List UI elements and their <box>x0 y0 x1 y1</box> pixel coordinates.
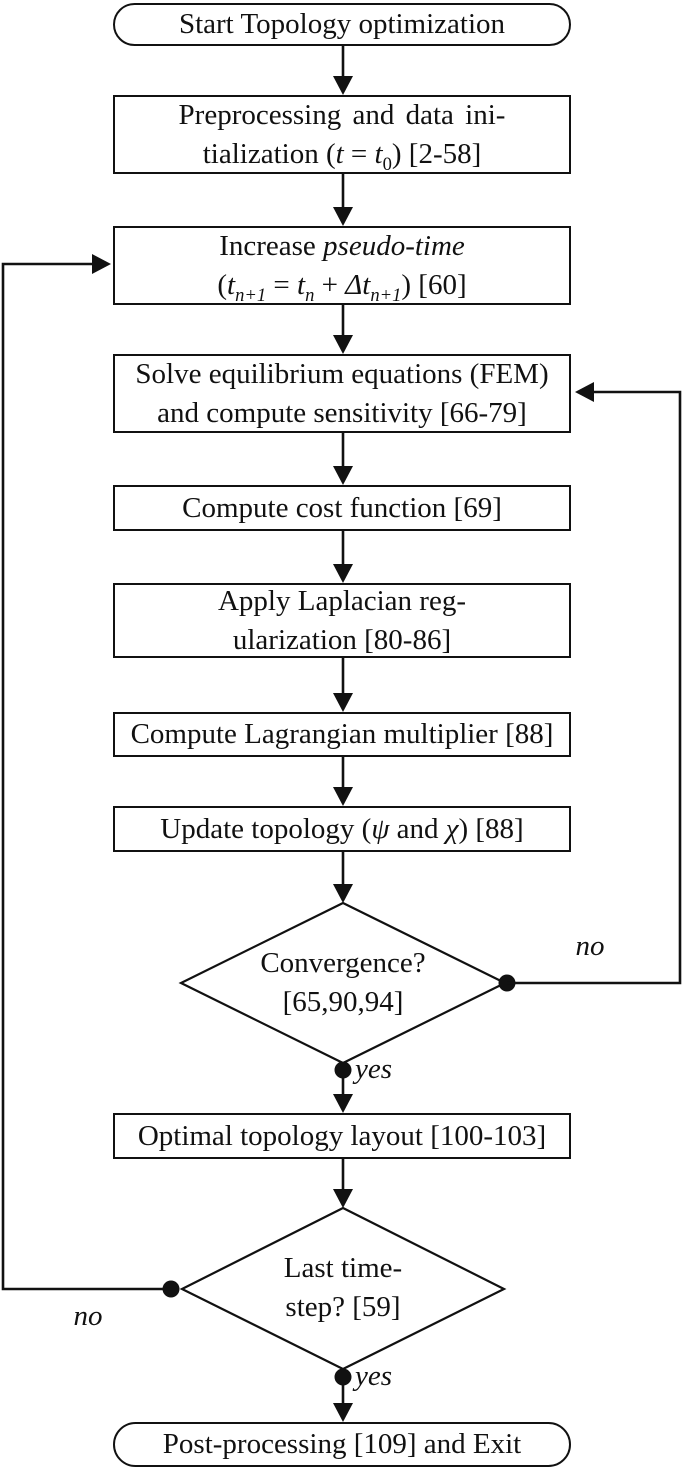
edge-convergence-no-loop <box>498 382 682 992</box>
edge-lasttimestep-yes-to-post <box>333 1368 353 1422</box>
edge-update-to-convergence <box>333 852 353 903</box>
edge-cost-to-laplacian <box>333 531 353 583</box>
node-laplacian-line1: Apply Laplacian reg- <box>217 584 466 617</box>
node-solve-fem: Solve equilibrium equations (FEM) and co… <box>113 354 571 433</box>
edge-convergence-yes-to-optimal <box>333 1061 353 1113</box>
edge-increase-to-solve <box>333 305 353 354</box>
node-post-processing: Post-processing [109] and Exit <box>113 1422 571 1467</box>
node-last-timestep-decision: Last time- step? [59] <box>183 1249 503 1327</box>
node-preprocessing-line2: tialization (t = t0) [2-58] <box>202 137 482 175</box>
edge-label-lasttimestep-yes: yes <box>355 1360 393 1392</box>
node-lasttimestep-line1: Last time- <box>283 1252 403 1284</box>
node-preprocessing: Preprocessing and data ini- tialization … <box>113 95 571 174</box>
node-convergence-line1: Convergence? <box>260 947 426 979</box>
node-solve-line2: and compute sensitivity [66-79] <box>157 396 527 429</box>
edge-label-convergence-yes: yes <box>355 1053 393 1085</box>
node-update-topology: Update topology (ψ and χ) [88] <box>113 806 571 852</box>
node-laplacian-line2: ularization [80-86] <box>232 623 452 656</box>
edge-preprocess-to-increase <box>333 174 353 226</box>
edge-label-convergence-no: no <box>575 930 605 962</box>
node-convergence-line2: [65,90,94] <box>282 986 404 1018</box>
edge-lagrangian-to-update <box>333 757 353 806</box>
node-optimal-label: Optimal topology layout [100-103] <box>137 1119 547 1152</box>
node-compute-cost-label: Compute cost function [69] <box>182 491 502 524</box>
node-start-label: Start Topology optimization <box>178 8 506 40</box>
node-compute-cost: Compute cost function [69] <box>113 485 571 531</box>
edge-laplacian-to-lagrangian <box>333 658 353 712</box>
node-update-label: Update topology (ψ and χ) [88] <box>160 812 524 845</box>
node-increase-line1: Increase pseudo-time <box>219 229 465 262</box>
node-post-label: Post-processing [109] and Exit <box>162 1428 522 1460</box>
edge-start-to-preprocess <box>333 46 353 95</box>
node-preprocessing-line1: Preprocessing and data ini- <box>178 98 506 131</box>
node-increase-line2: (tn+1 = tn + Δtn+1) [60] <box>217 268 467 306</box>
edge-label-lasttimestep-no: no <box>73 1300 103 1332</box>
node-convergence-decision: Convergence? [65,90,94] <box>183 944 503 1022</box>
node-solve-line1: Solve equilibrium equations (FEM) <box>135 357 549 390</box>
edge-solve-to-cost <box>333 433 353 485</box>
node-laplacian-regularization: Apply Laplacian reg- ularization [80-86] <box>113 583 571 658</box>
node-lagrangian-label: Compute Lagrangian multiplier [88] <box>130 718 554 750</box>
node-increase-pseudo-time: Increase pseudo-time (tn+1 = tn + Δtn+1)… <box>113 226 571 305</box>
node-lasttimestep-line2: step? [59] <box>285 1291 401 1323</box>
node-lagrangian-multiplier: Compute Lagrangian multiplier [88] <box>113 712 571 757</box>
edge-optimal-to-lasttimestep <box>333 1159 353 1208</box>
node-start: Start Topology optimization <box>113 3 571 46</box>
node-optimal-layout: Optimal topology layout [100-103] <box>113 1113 571 1159</box>
edge-lasttimestep-no-loop <box>1 254 180 1298</box>
